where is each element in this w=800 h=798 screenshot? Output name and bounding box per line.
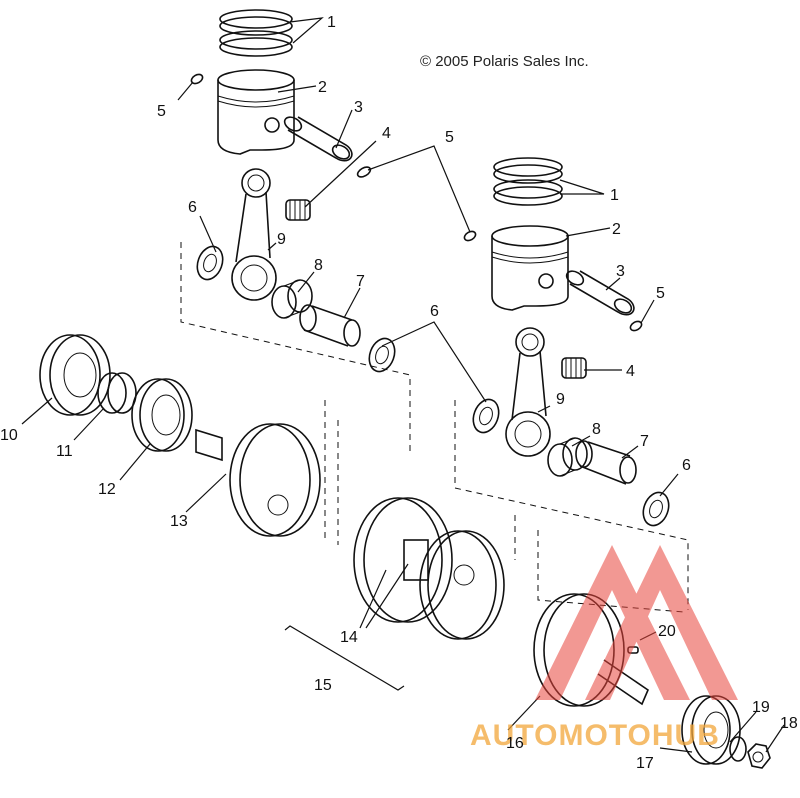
crank-pin-lower [575, 440, 637, 485]
label-2b: 2 [612, 221, 621, 238]
thrust-washer-lower-right [642, 491, 670, 527]
leader-lines [21, 17, 785, 753]
piston-pin-upper [283, 116, 353, 162]
thrust-washer-upper-left [196, 245, 224, 281]
label-13: 13 [170, 513, 188, 530]
piston-pin-lower [565, 270, 635, 316]
piston-lower [491, 225, 569, 311]
connecting-rod-lower [505, 327, 551, 457]
label-11: 11 [56, 443, 73, 460]
main-bearing-inner [131, 378, 193, 452]
label-8b: 8 [592, 421, 601, 438]
needle-bearing-upper [271, 279, 313, 319]
circlip-lower-right [629, 320, 643, 332]
label-15: 15 [314, 677, 332, 694]
needle-bearing-small-lower [561, 357, 587, 379]
label-16: 16 [506, 735, 524, 752]
bearing-race [97, 372, 137, 414]
circlip-lower-left [463, 230, 477, 242]
crankshaft-half-left [195, 423, 321, 537]
watermark-text: AUTOMOTOHUB [470, 719, 720, 752]
piston-upper [217, 69, 295, 155]
crankshaft-center-section [353, 497, 505, 640]
copyright-text: © 2005 Polaris Sales Inc. [420, 53, 589, 70]
bracket-15 [284, 625, 405, 691]
label-9b: 9 [556, 391, 565, 408]
connecting-rod-upper [231, 168, 277, 301]
label-20: 20 [658, 623, 676, 640]
label-4a: 4 [382, 125, 391, 142]
label-6c: 6 [682, 457, 691, 474]
label-8a: 8 [314, 257, 323, 274]
watermark-logo [535, 545, 738, 700]
label-5b: 5 [445, 129, 454, 146]
label-1b: 1 [610, 187, 619, 204]
nut-right [747, 743, 771, 769]
label-6a: 6 [188, 199, 197, 216]
needle-bearing-lower [547, 437, 588, 477]
label-18: 18 [780, 715, 798, 732]
piston-rings-upper [219, 9, 293, 57]
label-17: 17 [636, 755, 654, 772]
label-12: 12 [98, 481, 116, 498]
needle-bearing-small-upper [285, 199, 311, 221]
label-5c: 5 [656, 285, 665, 302]
dash-group-right [454, 400, 689, 610]
piston-rings-lower [493, 157, 563, 206]
label-19: 19 [752, 699, 770, 716]
label-14: 14 [340, 629, 358, 646]
label-3b: 3 [616, 263, 625, 280]
label-2a: 2 [318, 79, 327, 96]
thrust-washer-lower-left [472, 398, 500, 434]
dash-group-left [180, 242, 411, 452]
label-10: 10 [0, 427, 18, 444]
label-7a: 7 [356, 273, 365, 290]
washer-right [729, 736, 747, 762]
label-7b: 7 [640, 433, 649, 450]
label-9a: 9 [277, 231, 286, 248]
part-number-labels: 1 2 5 3 4 5 6 9 8 7 1 2 3 5 6 4 9 8 7 6 … [0, 14, 798, 772]
label-4b: 4 [626, 363, 635, 380]
circlip-upper-left [190, 73, 204, 85]
thrust-washer-upper-mid [368, 337, 396, 373]
label-1a: 1 [327, 14, 336, 31]
label-3a: 3 [354, 99, 363, 116]
label-6b: 6 [430, 303, 439, 320]
crank-pin-upper [299, 304, 361, 347]
circlip-upper-mid [356, 166, 372, 178]
main-bearing-outer [39, 334, 111, 416]
label-5a: 5 [157, 103, 166, 120]
